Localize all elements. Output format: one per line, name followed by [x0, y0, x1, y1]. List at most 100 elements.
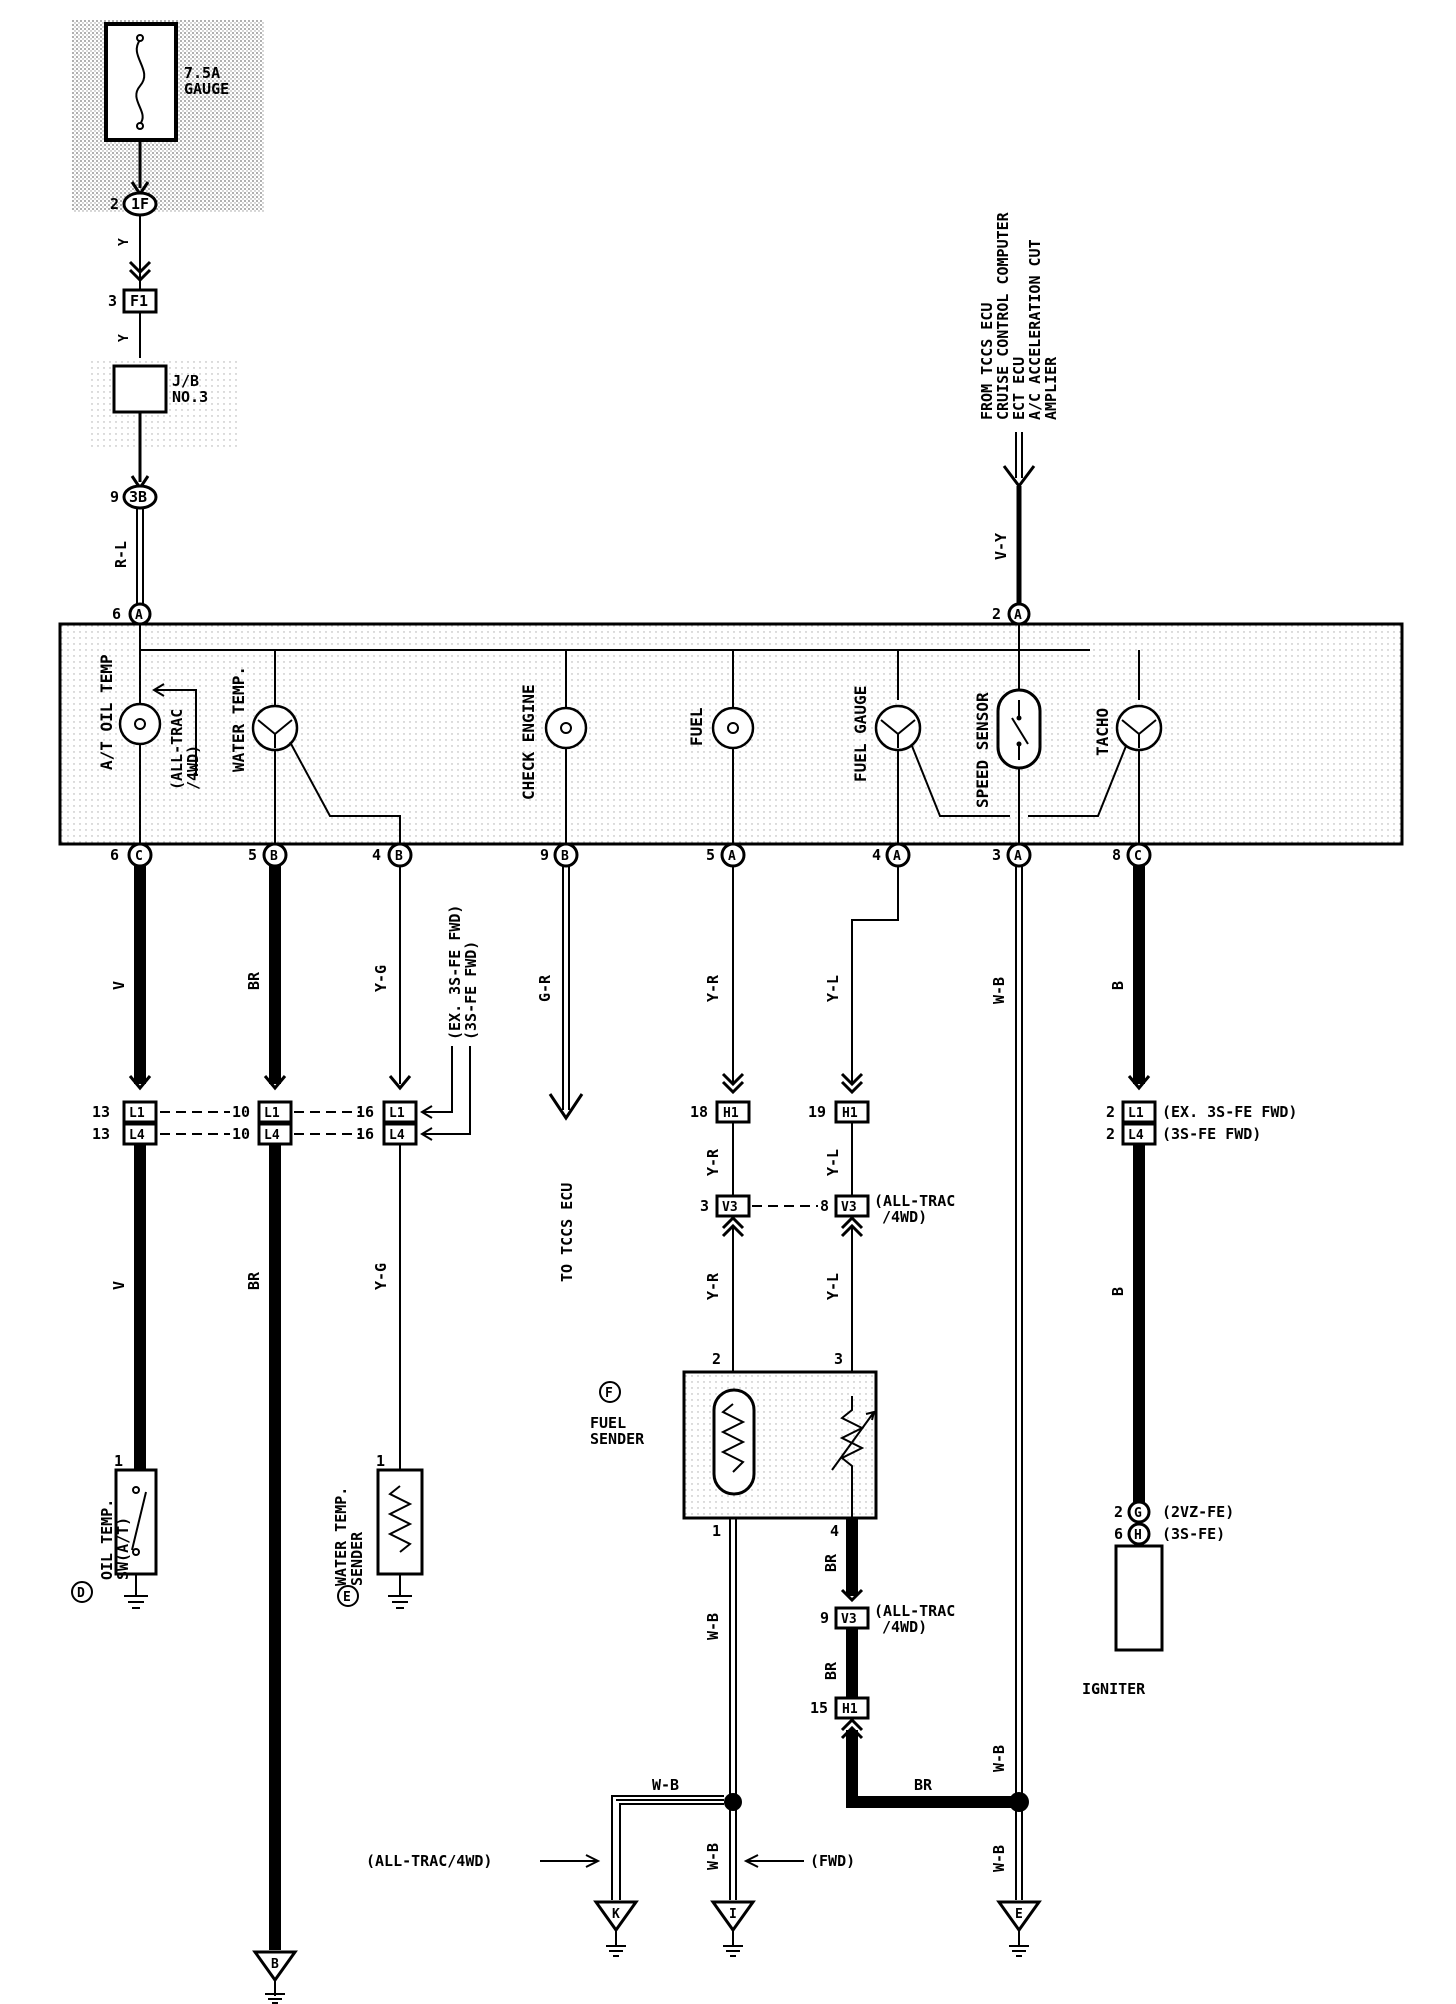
svg-text:3B: 3B	[129, 488, 147, 506]
from-sources-label: FROM TCCS ECU CRUISE CONTROL COMPUTER EC…	[978, 211, 1060, 420]
wire-color-wb: W-B	[990, 977, 1008, 1004]
svg-text:15: 15	[810, 1699, 828, 1717]
fuel-lamp-icon	[711, 706, 755, 750]
splice-L4-col3: L4 16	[356, 1122, 418, 1146]
meter-label-fuel: FUEL	[687, 707, 706, 746]
oil-temp-sw-name2: SW(A/T)	[114, 1517, 132, 1580]
splice-L4-col1: L4 13	[92, 1122, 158, 1146]
svg-text:1F: 1F	[131, 195, 149, 213]
bottom-connector-9B: B 9	[540, 842, 579, 868]
splice-L1-col8: L1 2	[1106, 1100, 1157, 1124]
svg-text:16: 16	[356, 1103, 374, 1121]
wire-color-wb-sender: W-B	[704, 1613, 722, 1640]
svg-text:10: 10	[232, 1103, 250, 1121]
svg-text:1: 1	[712, 1522, 721, 1540]
svg-text:5: 5	[248, 846, 257, 864]
svg-text:2: 2	[1106, 1103, 1115, 1121]
variant-fwd-ground: (FWD)	[810, 1852, 855, 1870]
svg-text:6: 6	[110, 846, 119, 864]
splice-L4-col8: L4 2	[1106, 1122, 1157, 1146]
svg-text:L1: L1	[264, 1106, 280, 1121]
svg-text:B: B	[271, 1957, 279, 1972]
svg-text:AMPLIER: AMPLIER	[1042, 356, 1060, 420]
splice-V3-col6: V3 8	[820, 1194, 870, 1218]
svg-text:2: 2	[1114, 1503, 1123, 1521]
water-temp-sender-name1: WATER TEMP.	[332, 1487, 350, 1586]
connector-F1: F1 3	[108, 288, 158, 314]
svg-text:L1: L1	[129, 1106, 145, 1121]
svg-text:BR: BR	[822, 1661, 840, 1680]
svg-text:A: A	[728, 849, 736, 864]
svg-text:2: 2	[1106, 1125, 1115, 1143]
splice-H1-col6: H1 19	[808, 1100, 870, 1124]
wire-color-y1: Y	[117, 238, 132, 246]
wire-color-yr: Y-R	[704, 974, 722, 1002]
bottom-connector-5B: B 5	[248, 842, 288, 868]
fuse-box-area: 7.5A GAUGE	[72, 20, 264, 212]
svg-text:5: 5	[706, 846, 715, 864]
meter-label-fuel-gauge: FUEL GAUGE	[851, 686, 870, 782]
svg-text:H1: H1	[723, 1106, 739, 1121]
svg-text:Y-R: Y-R	[704, 1272, 722, 1300]
svg-text:L4: L4	[1128, 1128, 1144, 1143]
svg-text:ECT ECU: ECT ECU	[1010, 357, 1028, 420]
ground-E: E	[996, 1900, 1042, 1957]
splice-H1-lower: H1 15	[810, 1696, 870, 1720]
svg-text:H: H	[1134, 1528, 1142, 1543]
svg-text:3: 3	[700, 1197, 709, 1215]
component-letter-D: D	[71, 1581, 93, 1603]
svg-text:L4: L4	[389, 1128, 405, 1143]
bottom-connector-5A: A 5	[706, 842, 746, 868]
fuel-sender: 2 3 1 4	[682, 1350, 878, 1540]
svg-text:B: B	[561, 849, 569, 864]
variant-3s-fe: (3S-FE)	[1162, 1525, 1225, 1543]
splice-L1-col3: L1 16	[356, 1100, 418, 1124]
svg-text:V3: V3	[841, 1200, 857, 1215]
svg-text:1: 1	[114, 1452, 123, 1470]
wire-color-rl: R-L	[112, 541, 130, 568]
svg-text:4: 4	[830, 1522, 839, 1540]
fuse-name: GAUGE	[184, 80, 229, 98]
svg-text:9: 9	[540, 846, 549, 864]
svg-text:L1: L1	[1128, 1106, 1144, 1121]
svg-text:4: 4	[372, 846, 381, 864]
meter-label-at-oil-temp: A/T OIL TEMP	[97, 654, 116, 770]
svg-text:E: E	[343, 1590, 351, 1605]
meter-label-check-engine: CHECK ENGINE	[519, 684, 538, 800]
svg-text:A: A	[893, 849, 901, 864]
splice-H1-col5: H1 18	[690, 1100, 751, 1124]
svg-text:4: 4	[872, 846, 881, 864]
svg-text:19: 19	[808, 1103, 826, 1121]
svg-text:W-B: W-B	[652, 1776, 679, 1794]
ground-B: B	[252, 1950, 298, 2004]
meter-label-speed-sensor: SPEED SENSOR	[973, 692, 992, 808]
svg-text:13: 13	[92, 1125, 110, 1143]
splice-L1-col1: L1 13	[92, 1100, 158, 1124]
svg-text:FROM TCCS ECU: FROM TCCS ECU	[978, 303, 996, 420]
junction-block-icon	[112, 364, 168, 414]
svg-text:2: 2	[712, 1350, 721, 1368]
svg-text:A: A	[1014, 608, 1022, 623]
svg-text:W-B: W-B	[990, 1845, 1008, 1872]
svg-text:18: 18	[690, 1103, 708, 1121]
svg-text:6: 6	[1114, 1525, 1123, 1543]
svg-text:A: A	[1014, 849, 1022, 864]
svg-text:L4: L4	[264, 1128, 280, 1143]
wire-color-br: BR	[245, 971, 263, 990]
splice-L1-col2: L1 10	[232, 1100, 293, 1124]
ground-I: I	[710, 1900, 756, 1957]
svg-text:F1: F1	[130, 292, 148, 310]
splice-point-fuel-ground	[724, 1793, 742, 1811]
svg-text:W-B: W-B	[990, 1745, 1008, 1772]
alltrac-note-b: /4WD)	[184, 745, 202, 790]
variant-alltrac-v3-lower-a: (ALL-TRAC	[874, 1602, 955, 1620]
junction-block-name: J/B	[172, 372, 199, 390]
bottom-connector-4B: B 4	[372, 842, 413, 868]
fuel-sender-name2: SENDER	[590, 1430, 645, 1448]
wire-color-y2: Y	[117, 334, 132, 342]
bottom-connector-6C: C 6	[110, 842, 153, 868]
water-temp-gauge-icon	[251, 704, 299, 752]
check-engine-lamp-icon	[544, 706, 588, 750]
variant-alltrac-ground: (ALL-TRAC/4WD)	[366, 1852, 492, 1870]
